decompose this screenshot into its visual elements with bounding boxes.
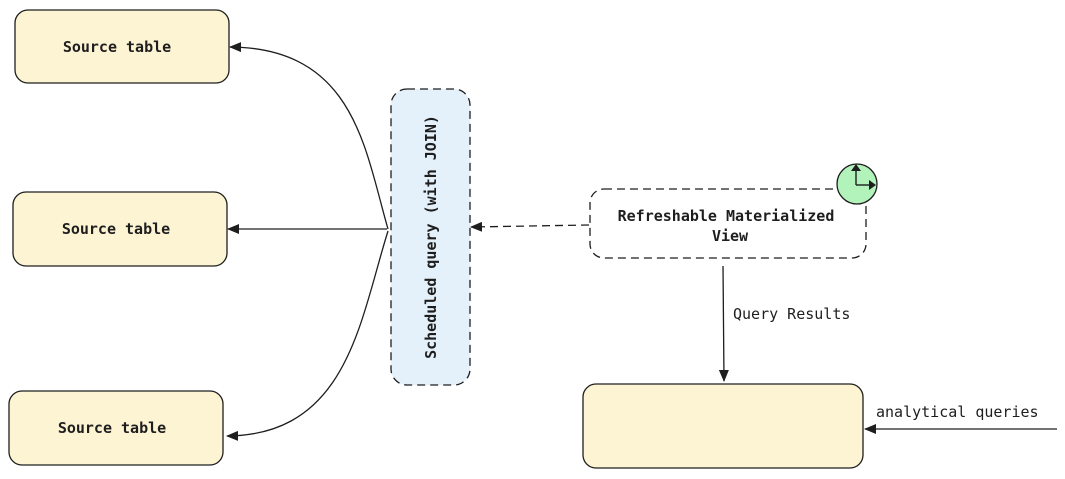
clock-icon bbox=[836, 163, 878, 205]
edge-query-to-source-1 bbox=[229, 42, 389, 230]
source-table-1-label: Source table bbox=[63, 38, 171, 56]
edge-mv-to-results bbox=[718, 265, 729, 382]
refreshable-mv-label-line1: Refreshable Materialized bbox=[618, 207, 835, 225]
refreshable-mv-node[interactable]: Refreshable Materialized View bbox=[589, 188, 867, 259]
source-table-3[interactable]: Source table bbox=[8, 390, 224, 466]
results-table-node[interactable] bbox=[582, 383, 864, 469]
source-table-2-label: Source table bbox=[62, 220, 170, 238]
source-table-1[interactable]: Source table bbox=[14, 9, 230, 84]
scheduled-query-label: Scheduled query (with JOIN) bbox=[422, 115, 440, 359]
source-table-3-label: Source table bbox=[58, 419, 166, 437]
edge-query-to-source-3 bbox=[226, 230, 389, 441]
refreshable-mv-label-line2: View bbox=[712, 227, 749, 245]
source-table-2[interactable]: Source table bbox=[12, 191, 228, 267]
scheduled-query-node[interactable]: Scheduled query (with JOIN) bbox=[390, 88, 471, 386]
analytical-queries-edge-label: analytical queries bbox=[876, 403, 1039, 421]
query-results-edge-label: Query Results bbox=[733, 305, 850, 323]
edge-mv-to-query bbox=[470, 221, 590, 232]
